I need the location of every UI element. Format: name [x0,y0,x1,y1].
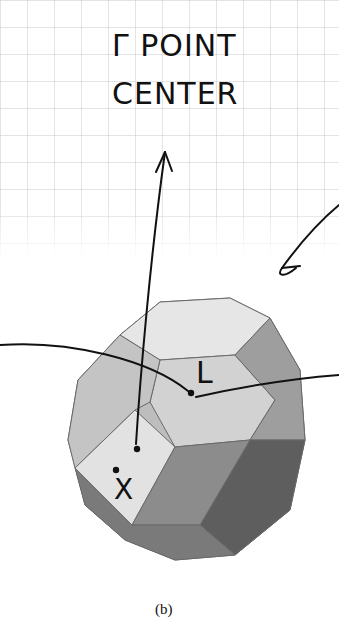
point-dots [113,390,194,473]
grid-paper [0,0,339,260]
point-label: L [196,356,236,390]
truncated-octahedron [68,298,305,560]
handwritten-note: Γ POINT CENTER [112,22,317,118]
leader-lines [0,152,339,444]
point-label: X [114,474,154,506]
figure-caption: (b) [155,600,195,618]
